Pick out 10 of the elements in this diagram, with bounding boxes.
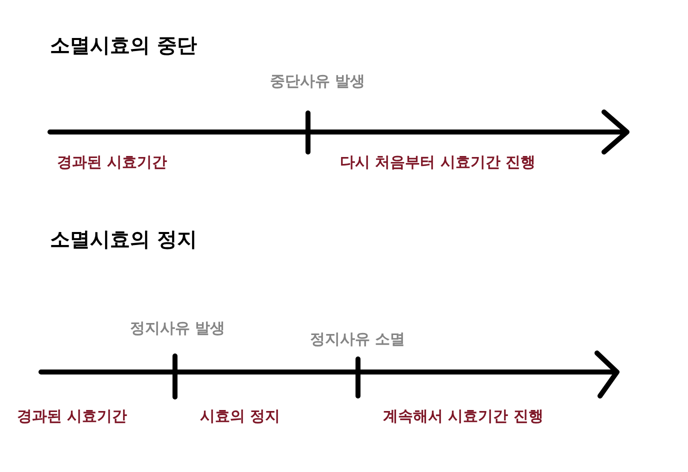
period-label: 시효의 정지 xyxy=(200,408,280,426)
heading: 소멸시효의 정지 xyxy=(50,228,197,251)
heading: 소멸시효의 중단 xyxy=(50,34,197,57)
period-label: 계속해서 시효기간 진행 xyxy=(383,408,544,426)
event-label: 중단사유 발생 xyxy=(270,73,366,90)
period-label: 다시 처음부터 시효기간 진행 xyxy=(340,154,536,172)
period-label: 경과된 시효기간 xyxy=(57,154,168,172)
event-label: 정지사유 소멸 xyxy=(310,331,406,348)
period-label: 경과된 시효기간 xyxy=(17,408,128,426)
event-label: 정지사유 발생 xyxy=(130,320,226,338)
